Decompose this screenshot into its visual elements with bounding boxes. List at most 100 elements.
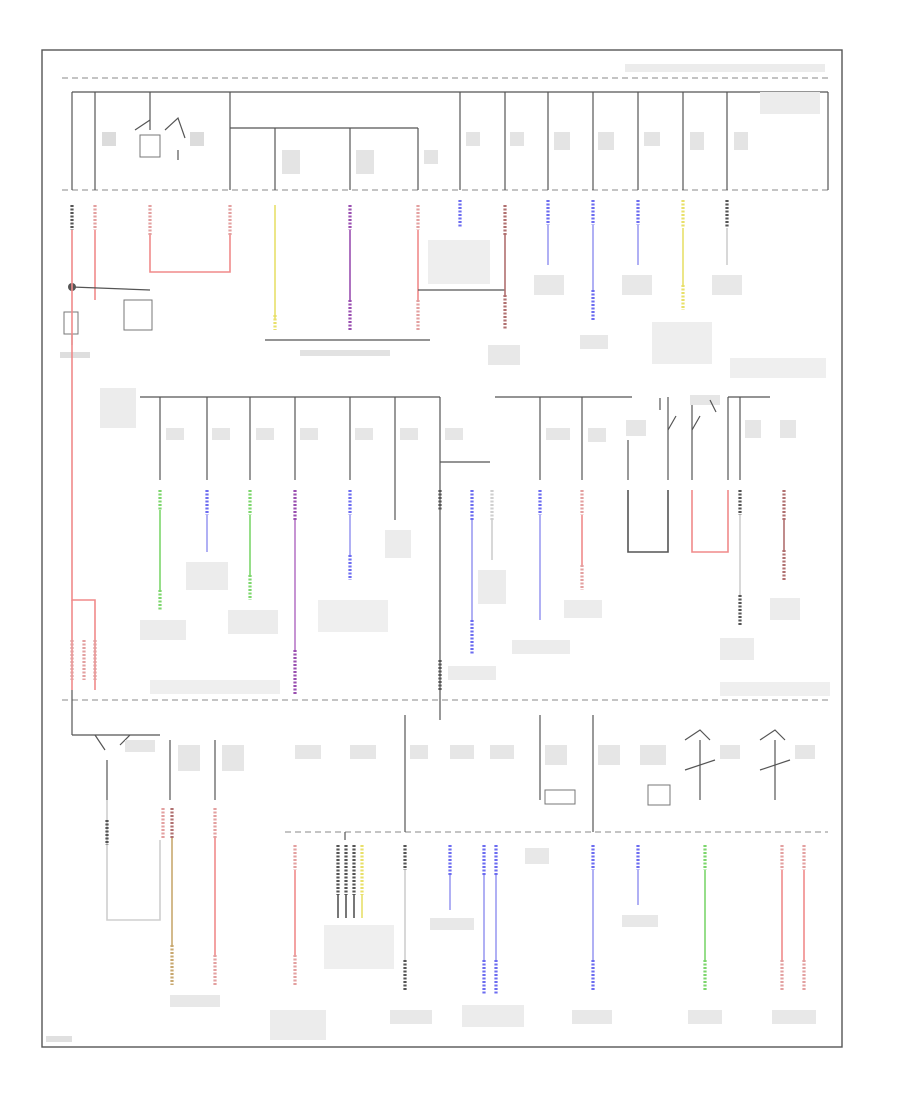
label-blip bbox=[644, 132, 660, 146]
label-blip bbox=[46, 1036, 72, 1042]
label-blip bbox=[545, 745, 567, 765]
label-blip bbox=[652, 322, 712, 364]
label-blip bbox=[462, 1005, 524, 1027]
label-blip bbox=[102, 132, 116, 146]
label-blip bbox=[140, 620, 186, 640]
label-blip bbox=[355, 428, 373, 440]
label-blip bbox=[222, 745, 244, 771]
label-blip bbox=[625, 64, 825, 72]
middle-destination-labels bbox=[140, 530, 830, 696]
top-relay-symbol bbox=[134, 116, 186, 160]
label-blip bbox=[256, 428, 274, 440]
label-blip bbox=[572, 1010, 612, 1024]
section-bottom bbox=[46, 715, 828, 1042]
label-blip bbox=[772, 1010, 816, 1024]
bottom-small-labels bbox=[125, 740, 815, 771]
label-blip bbox=[270, 1010, 326, 1040]
starter-motor-icon bbox=[123, 299, 153, 331]
bottom-destination-labels bbox=[46, 848, 816, 1042]
label-blip bbox=[720, 638, 754, 660]
label-blip bbox=[170, 995, 220, 1007]
middle-fuse-drops bbox=[159, 397, 741, 720]
label-blip bbox=[356, 150, 374, 174]
label-blip bbox=[430, 918, 474, 930]
label-blip bbox=[186, 562, 228, 590]
wire-relay-red-loop bbox=[149, 235, 231, 273]
label-blip bbox=[125, 740, 155, 752]
label-blip bbox=[580, 335, 608, 349]
middle-small-labels bbox=[166, 395, 796, 442]
label-blip bbox=[478, 570, 506, 604]
label-blip bbox=[448, 666, 496, 680]
label-blip bbox=[626, 420, 646, 436]
label-blip bbox=[760, 92, 820, 114]
section-middle bbox=[62, 388, 830, 720]
label-blip bbox=[166, 428, 184, 440]
label-blip bbox=[730, 358, 826, 378]
label-blip bbox=[318, 600, 388, 632]
label-blip bbox=[228, 610, 278, 634]
label-blip bbox=[410, 745, 428, 759]
label-blip bbox=[212, 428, 230, 440]
label-blip bbox=[534, 275, 564, 295]
label-blip bbox=[400, 428, 418, 440]
label-blip bbox=[690, 132, 704, 150]
label-blip bbox=[282, 150, 300, 174]
mid-wire-red-loop bbox=[691, 490, 729, 553]
middle-wires bbox=[158, 490, 786, 695]
battery-feed-left bbox=[70, 230, 97, 735]
label-blip bbox=[720, 682, 830, 696]
battery-feed-red-wire bbox=[71, 230, 96, 690]
label-blip bbox=[295, 745, 321, 759]
battery-icon bbox=[63, 311, 79, 335]
battery-starter-group bbox=[60, 283, 153, 358]
label-blip bbox=[688, 1010, 722, 1024]
top-small-labels bbox=[102, 64, 825, 174]
label-blip bbox=[324, 925, 394, 969]
label-blip bbox=[554, 132, 570, 150]
label-blip bbox=[588, 428, 606, 442]
label-blip bbox=[178, 745, 200, 771]
battery-label-blip bbox=[60, 352, 90, 358]
label-blip bbox=[428, 240, 490, 284]
middle-relay-symbol bbox=[659, 398, 717, 431]
label-blip bbox=[488, 345, 520, 365]
bottom-wires bbox=[105, 800, 806, 995]
label-blip bbox=[490, 745, 514, 759]
label-blip bbox=[525, 848, 549, 864]
top-wires bbox=[70, 200, 729, 341]
label-blip bbox=[466, 132, 480, 146]
top-fuse-drops bbox=[94, 92, 728, 190]
label-blip bbox=[690, 395, 720, 405]
mid-wire-black-loop bbox=[627, 490, 669, 553]
label-blip bbox=[712, 275, 742, 295]
top-relay-coil bbox=[139, 134, 161, 158]
starter-cable bbox=[71, 286, 151, 291]
label-blip bbox=[598, 132, 614, 150]
label-blip bbox=[795, 745, 815, 759]
label-blip bbox=[450, 745, 474, 759]
label-blip bbox=[424, 150, 438, 164]
label-blip bbox=[598, 745, 620, 765]
label-blip bbox=[734, 132, 748, 150]
label-blip bbox=[100, 388, 136, 428]
top-destination-labels bbox=[300, 240, 826, 378]
bottom-module-box-2 bbox=[544, 789, 576, 805]
label-blip bbox=[622, 915, 658, 927]
diagram-frame bbox=[41, 49, 843, 1048]
label-blip bbox=[510, 132, 524, 146]
label-blip bbox=[640, 745, 666, 765]
label-blip bbox=[150, 680, 280, 694]
label-blip bbox=[385, 530, 411, 558]
section-top bbox=[60, 64, 829, 378]
label-blip bbox=[350, 745, 376, 759]
bot-wire-white-loop bbox=[106, 800, 161, 921]
label-blip bbox=[190, 132, 204, 146]
label-blip bbox=[780, 420, 796, 438]
bottom-right-relays bbox=[684, 729, 791, 771]
bottom-fuse-drops bbox=[169, 715, 776, 832]
label-blip bbox=[564, 600, 602, 618]
label-blip bbox=[300, 350, 390, 356]
label-blip bbox=[300, 428, 318, 440]
